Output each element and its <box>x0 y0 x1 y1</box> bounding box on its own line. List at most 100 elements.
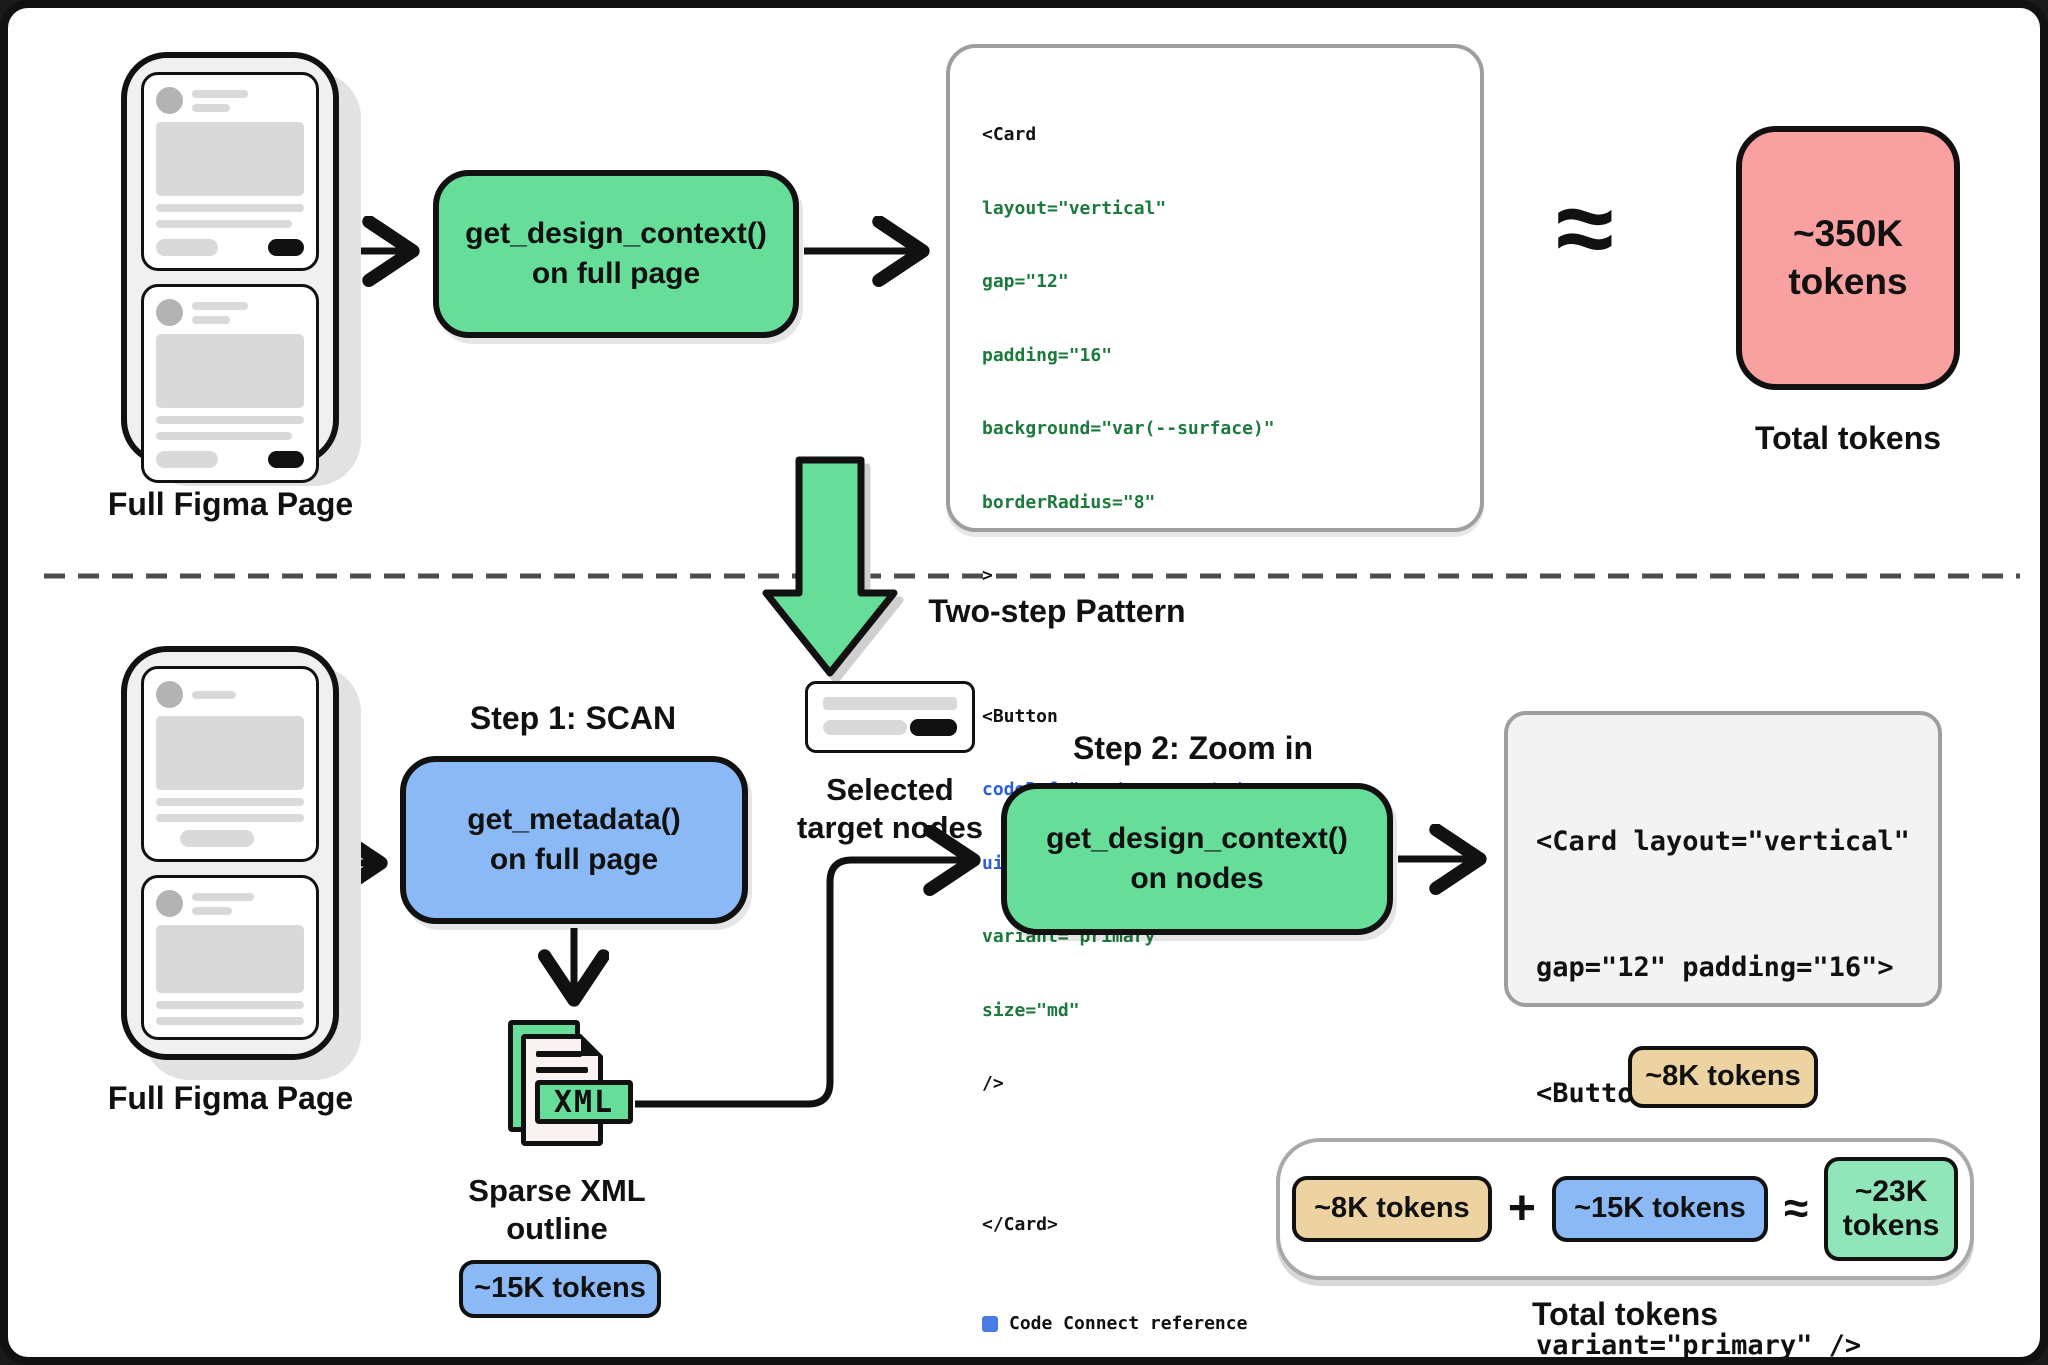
badge-8k-tokens-sum: ~8K tokens <box>1291 1176 1492 1242</box>
tool-name: get_metadata() <box>467 802 681 836</box>
tool-scope: on full page <box>489 843 659 876</box>
tool-scope: on nodes <box>1130 862 1264 895</box>
text-line <box>156 814 304 822</box>
get-design-context-full-page-box: get_design_context() on full page <box>433 170 799 338</box>
total-tokens-label-top: Total tokens <box>1754 420 1942 456</box>
tool-name: get_design_context() <box>465 216 767 250</box>
nodes-code-output: <Card layout="vertical" gap="12" padding… <box>1504 711 1942 1357</box>
full-page-code-output: <Card layout="vertical" gap="12" padding… <box>946 44 1484 1334</box>
text-line <box>192 315 230 324</box>
image-placeholder <box>156 716 304 790</box>
code-line: gap="12" <box>982 271 1069 292</box>
tool-name: get_design_context() <box>1046 821 1348 855</box>
step2-heading: Step 2: Zoom in <box>1073 730 1313 766</box>
mockup-card <box>141 875 319 1040</box>
text-line <box>156 1001 304 1009</box>
card-header <box>156 87 304 114</box>
two-step-pattern-label: Two-step Pattern <box>928 593 1186 629</box>
sparse-xml-label: Sparse XML outline <box>407 1172 707 1248</box>
step1-heading: Step 1: SCAN <box>469 700 677 736</box>
token-count: ~23K <box>1854 1174 1928 1208</box>
code-line: > <box>982 565 993 586</box>
avatar <box>156 890 183 917</box>
button-placeholder <box>268 239 304 256</box>
text-line <box>192 690 236 699</box>
image-placeholder <box>156 925 304 993</box>
label-line: Sparse XML <box>468 1173 646 1208</box>
token-unit: tokens <box>1788 261 1908 302</box>
total-tokens-350k-box: ~350K tokens <box>1736 126 1960 390</box>
text-line <box>156 220 293 228</box>
text-line <box>192 301 248 310</box>
label-line: Selected <box>826 772 954 807</box>
code-line: gap="12" padding="16"> <box>1536 952 1894 983</box>
selected-nodes-label: Selected target nodes <box>780 771 1000 847</box>
avatar <box>156 681 183 708</box>
mockup-card <box>141 284 319 483</box>
card-header <box>156 299 304 326</box>
mockup-card <box>141 666 319 862</box>
figma-page-mockup-top <box>121 52 339 483</box>
mockup-card <box>141 72 319 271</box>
label-line: outline <box>506 1210 608 1246</box>
pill-placeholder <box>156 451 218 468</box>
code-line: background="var(--surface)" <box>982 418 1275 439</box>
header-lines <box>192 89 248 112</box>
text-line <box>192 892 254 901</box>
badge-23k-tokens: ~23K tokens <box>1824 1157 1959 1261</box>
xml-badge: XML <box>535 1080 633 1124</box>
card-footer <box>823 719 957 736</box>
badge-8k-tokens: ~8K tokens <box>1628 1046 1818 1108</box>
code-line: padding="16" <box>982 344 1113 366</box>
code-line: <Card <box>982 124 1037 145</box>
figma-page-mockup-bottom <box>121 646 339 1060</box>
header-lines <box>192 301 248 324</box>
card-footer <box>156 239 304 256</box>
code-blank-line <box>982 638 1448 656</box>
label-line: target nodes <box>796 809 984 845</box>
text-line <box>192 103 230 112</box>
card-header <box>156 681 304 708</box>
header-lines <box>192 690 236 699</box>
phone-label-top: Full Figma Page <box>107 486 354 522</box>
pill-placeholder <box>823 720 907 735</box>
pill-placeholder <box>156 239 218 256</box>
text-line <box>192 89 248 98</box>
token-count: ~350K <box>1792 212 1904 254</box>
text-line <box>192 906 232 915</box>
text-line <box>156 416 304 424</box>
text-line <box>156 204 304 212</box>
folded-corner <box>581 1034 603 1056</box>
tool-scope: on full page <box>531 257 701 290</box>
code-line: /> <box>982 1073 1004 1094</box>
code-connect-legend: Code Connect reference <box>982 1312 1448 1337</box>
doc-text-line <box>536 1067 588 1073</box>
avatar <box>156 299 183 326</box>
pill-placeholder <box>180 830 254 847</box>
code-line: borderRadius="8" <box>982 491 1156 513</box>
card-header <box>156 890 304 917</box>
approx-symbol-bottom: ≈ <box>1783 1184 1809 1233</box>
phone-label-bottom: Full Figma Page <box>107 1080 354 1116</box>
legend-text: Code Connect reference <box>1009 1313 1248 1334</box>
badge-15k-tokens: ~15K tokens <box>459 1260 661 1318</box>
text-line <box>823 697 957 710</box>
total-tokens-summary-box: ~8K tokens + ~15K tokens ≈ ~23K tokens <box>1276 1138 1974 1280</box>
text-line <box>156 432 293 440</box>
text-line <box>156 798 304 806</box>
code-line: variant="primary" /> <box>1536 1330 1862 1361</box>
card-footer <box>156 451 304 468</box>
get-metadata-box: get_metadata() on full page <box>400 756 748 924</box>
button-placeholder <box>910 719 957 736</box>
total-tokens-label-bottom: Total tokens <box>1531 1296 1719 1332</box>
avatar <box>156 87 183 114</box>
plus-symbol: + <box>1507 1182 1536 1235</box>
selected-nodes-card <box>805 681 975 753</box>
xml-file-icon: XML <box>506 1016 656 1156</box>
big-green-down-arrow <box>762 456 898 677</box>
code-line: size="md" <box>982 999 1080 1021</box>
approx-symbol-top: ≈ <box>1556 170 1614 287</box>
badge-15k-tokens-sum: ~15K tokens <box>1551 1176 1768 1242</box>
doc-text-line <box>536 1051 582 1057</box>
